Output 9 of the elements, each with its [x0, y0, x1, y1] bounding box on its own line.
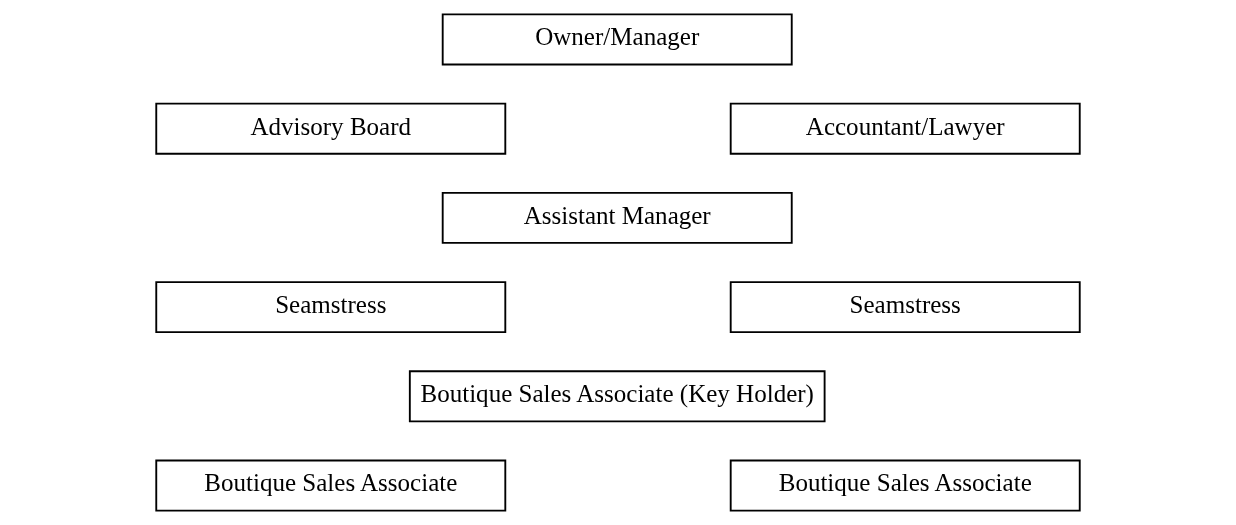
- node-box: Seamstress: [729, 281, 1081, 334]
- node-box: Boutique Sales Associate: [155, 459, 507, 512]
- node-box: Advisory Board: [155, 102, 507, 155]
- node-box: Accountant/Lawyer: [729, 102, 1081, 155]
- node-box: Seamstress: [155, 281, 507, 334]
- node-box: Assistant Manager: [441, 191, 793, 244]
- node-box: Boutique Sales Associate: [729, 459, 1081, 512]
- node-box: Owner/Manager: [441, 13, 793, 66]
- node-box: Boutique Sales Associate (Key Holder): [408, 370, 826, 423]
